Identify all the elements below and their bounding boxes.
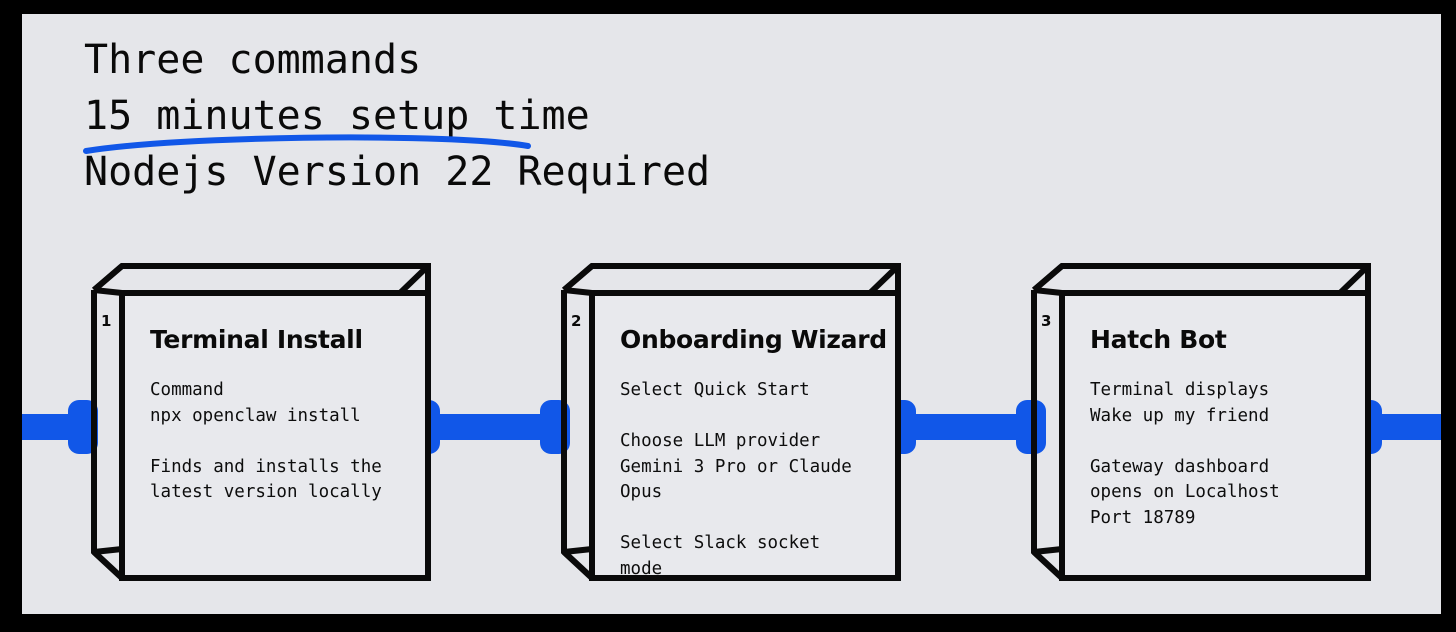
heading-line-2: 15 minutes setup time (84, 93, 590, 139)
step-body-3: Terminal displays Wake up my friend Gate… (1090, 380, 1280, 528)
heading-block: Three commands 15 minutes setup time Nod… (84, 32, 1084, 200)
heading-line-1: Three commands (84, 37, 422, 83)
heading-line-3: Nodejs Version 22 Required (84, 149, 711, 195)
slide-canvas: Three commands 15 minutes setup time Nod… (22, 14, 1441, 614)
connector-knob-right (1016, 400, 1046, 454)
step-title-3: Hatch Bot (1090, 325, 1227, 354)
step-card-1[interactable]: 1 Terminal Install Command npx openclaw … (88, 260, 436, 584)
connector-bar (910, 414, 1022, 440)
connector-link-2-3 (886, 396, 1046, 458)
step-card-2[interactable]: 2 Onboarding Wizard Select Quick Start C… (558, 260, 906, 584)
step-body-1: Command npx openclaw install Finds and i… (150, 380, 382, 502)
connector-link-1-2 (410, 396, 570, 458)
step-card-3[interactable]: 3 Hatch Bot Terminal displays Wake up my… (1028, 260, 1376, 584)
connector-bar (1376, 414, 1441, 440)
connector-bar (434, 414, 546, 440)
step-number-3: 3 (1041, 312, 1052, 330)
step-number-2: 2 (571, 312, 582, 330)
step-title-1: Terminal Install (150, 325, 363, 354)
step-number-1: 1 (101, 312, 112, 330)
step-title-2: Onboarding Wizard (620, 325, 887, 354)
step-body-2: Select Quick Start Choose LLM provider G… (620, 380, 852, 579)
